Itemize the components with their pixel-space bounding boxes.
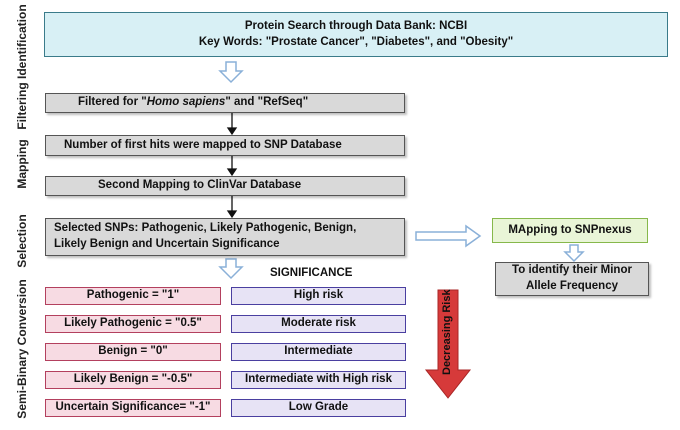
snpnexus-box: MApping to SNPnexus (492, 218, 648, 243)
first-mapping-text: Number of first hits were mapped to SNP … (64, 138, 342, 151)
risk-box-high: High risk (231, 287, 406, 305)
risk-box-intermediate: Intermediate (231, 343, 406, 361)
snpnexus-text: MApping to SNPnexus (508, 223, 632, 236)
decreasing-risk-label: Decreasing Risk (441, 289, 453, 375)
protein-search-box: Protein Search through Data Bank: NCBI K… (44, 12, 668, 57)
search-line-2: Key Words: "Prostate Cancer", "Diabetes"… (198, 35, 514, 48)
second-mapping-box: Second Mapping to ClinVar Database (45, 176, 405, 196)
class-box-likely-pathogenic: Likely Pathogenic = "0.5" (45, 315, 221, 333)
selected-snps-box: Selected SNPs: Pathogenic, Likely Pathog… (45, 218, 405, 256)
species-name: Homo sapiens (146, 96, 226, 109)
risk-box-moderate: Moderate risk (231, 315, 406, 333)
class-box-benign: Benign = "0" (45, 343, 221, 361)
hollow-right-arrow (415, 224, 482, 248)
minor-line-2: Allele Frequency (525, 280, 619, 292)
hollow-down-arrow-2 (218, 258, 244, 280)
filtered-text: Filtered for "Homo sapiens" and "RefSeq" (78, 96, 309, 109)
black-down-arrow-2 (226, 156, 238, 177)
significance-header: SIGNIFICANCE (270, 267, 353, 279)
selected-line-2: Likely Benign and Uncertain Significance (54, 238, 280, 250)
risk-box-low: Low Grade (231, 399, 406, 417)
hollow-down-arrow-1 (218, 61, 244, 84)
class-box-uncertain: Uncertain Significance= "-1" (45, 399, 221, 417)
black-down-arrow-1 (226, 113, 238, 136)
class-box-pathogenic: Pathogenic = "1" (45, 287, 221, 305)
first-mapping-box: Number of first hits were mapped to SNP … (45, 135, 405, 156)
minor-line-1: To identify their Minor (512, 264, 632, 277)
hollow-down-arrow-3 (563, 244, 585, 263)
search-line-1: Protein Search through Data Bank: NCBI (244, 19, 468, 32)
minor-allele-box: To identify their Minor Allele Frequency (495, 262, 649, 296)
second-mapping-text: Second Mapping to ClinVar Database (98, 179, 302, 192)
black-down-arrow-3 (226, 196, 238, 219)
filtered-box: Filtered for "Homo sapiens" and "RefSeq" (45, 93, 405, 113)
class-box-likely-benign: Likely Benign = "-0.5" (45, 371, 221, 389)
selected-line-1: Selected SNPs: Pathogenic, Likely Pathog… (54, 222, 357, 235)
decreasing-risk-arrow (424, 289, 472, 399)
risk-box-intermediate-high: Intermediate with High risk (231, 371, 406, 389)
